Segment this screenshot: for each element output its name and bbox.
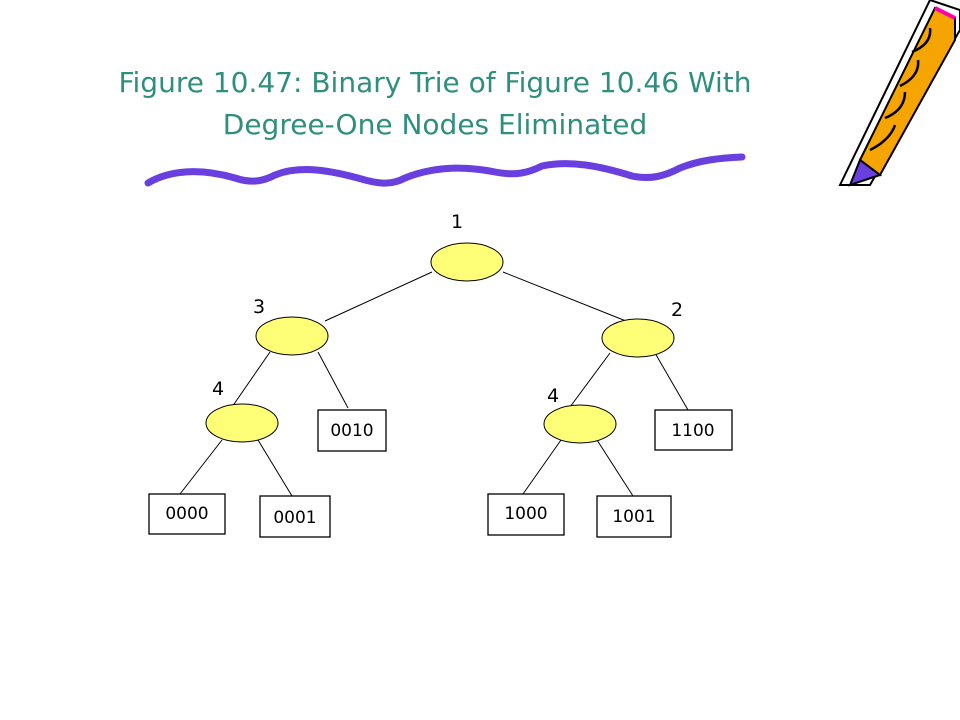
leaf-label-1001: 1001 [612,507,655,527]
edge-l-ll [231,351,271,408]
slide-title-line-1: Figure 10.47: Binary Trie of Figure 10.4… [118,66,752,99]
right-child-depth-label: 4 [547,385,559,407]
leaf-label-0001: 0001 [273,508,316,528]
edge-rl-1000 [522,439,562,495]
leaf-box-0010 [317,409,387,452]
wavy-underline [144,153,746,187]
edge-l-lr [317,351,349,409]
left-node-depth-label: 3 [253,296,265,318]
slide-title: Figure 10.47: Binary Trie of Figure 10.4… [0,62,870,146]
edge-ll-0000 [179,439,223,495]
leaf-box-0001 [259,495,331,538]
leaf-box-1001 [596,495,672,538]
right-node-depth-label: 2 [671,299,683,321]
edge-root-left [324,271,433,322]
leaf-label-1100: 1100 [671,421,714,441]
leaf-label-1000: 1000 [504,504,547,524]
slide-title-line-2: Degree-One Nodes Eliminated [222,108,648,141]
trie-node-right [601,318,675,358]
leaf-label-0010: 0010 [330,421,373,441]
left-child-depth-label: 4 [212,378,224,400]
leaf-box-1100 [654,409,733,451]
edge-root-right [502,271,627,322]
edge-ll-0001 [257,439,293,497]
root-depth-label: 1 [451,211,463,233]
trie-node-left-left [205,403,279,443]
trie-node-left [255,316,329,356]
edge-r-rl [569,352,611,408]
trie-node-right-left [543,404,617,444]
leaf-box-0000 [148,493,226,535]
edge-rl-1001 [596,439,634,497]
leaf-label-0000: 0000 [165,504,208,524]
trie-node-root [430,242,504,282]
edge-r-rr [654,352,689,411]
leaf-box-1000 [487,493,565,536]
pencil-icon [838,0,960,187]
